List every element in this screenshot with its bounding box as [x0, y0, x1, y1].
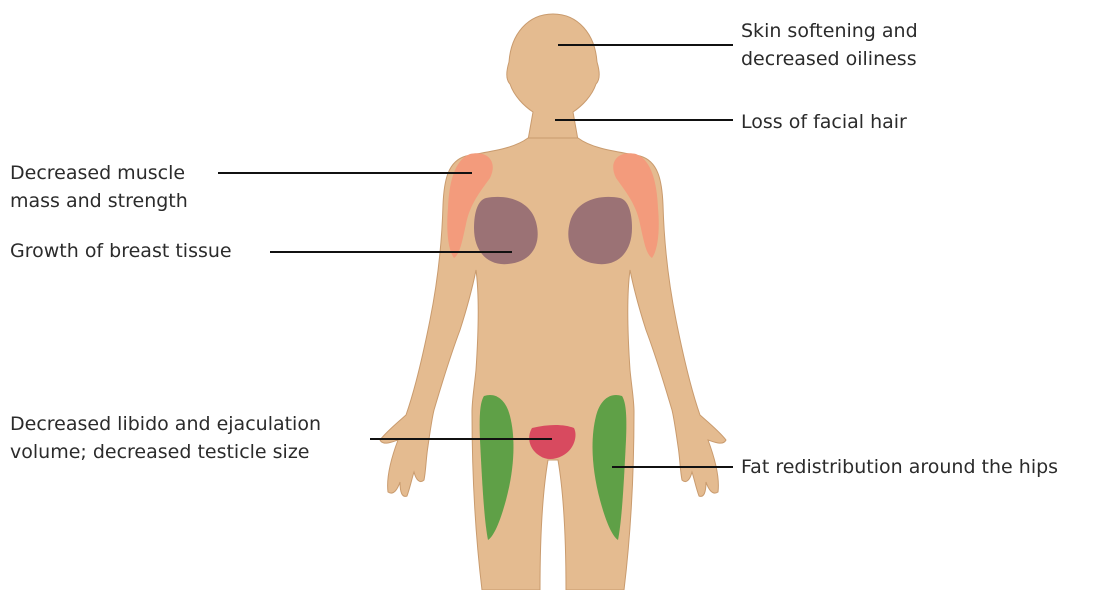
label-libido-line1: Decreased libido and ejaculation — [10, 410, 321, 438]
label-skin-line1: Skin softening and — [741, 17, 918, 45]
label-facial-hair: Loss of facial hair — [741, 108, 907, 136]
label-muscle: Decreased muscle mass and strength — [10, 159, 188, 215]
label-breast-line1: Growth of breast tissue — [10, 237, 232, 265]
body-silhouette — [380, 14, 726, 590]
label-hips-line1: Fat redistribution around the hips — [741, 453, 1058, 481]
label-breast: Growth of breast tissue — [10, 237, 232, 265]
head-shape — [507, 14, 599, 140]
torso-shape — [380, 138, 726, 590]
label-libido: Decreased libido and ejaculation volume;… — [10, 410, 321, 466]
label-facial-hair-line1: Loss of facial hair — [741, 108, 907, 136]
label-libido-line2: volume; decreased testicle size — [10, 438, 321, 466]
label-skin-line2: decreased oiliness — [741, 45, 918, 73]
label-skin: Skin softening and decreased oiliness — [741, 17, 918, 73]
label-muscle-line2: mass and strength — [10, 187, 188, 215]
label-muscle-line1: Decreased muscle — [10, 159, 188, 187]
label-hips: Fat redistribution around the hips — [741, 453, 1058, 481]
